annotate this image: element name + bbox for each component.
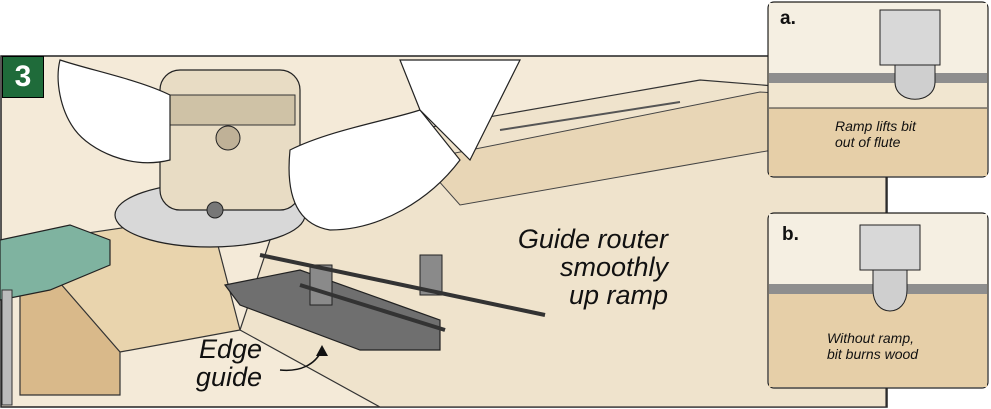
inset-b-caption-line-2: bit burns wood (827, 346, 919, 362)
inset-a-bit (894, 64, 936, 100)
inset-a-caption: Ramp lifts bit out of flute (835, 118, 916, 150)
inset-a-caption-line-1: Ramp lifts bit (835, 118, 916, 134)
edge-guide-body (223, 269, 441, 351)
clamp-bar (1, 289, 13, 406)
edge-guide-rod-lower (299, 283, 446, 332)
right-sleeve (399, 59, 521, 162)
inset-a-tag: a. (780, 8, 796, 29)
step-number-badge: 3 (2, 56, 44, 98)
inset-b-wood (769, 294, 987, 387)
right-hand (288, 109, 461, 231)
inset-a-nut (879, 9, 941, 66)
guide-router-line-2: smoothly (559, 252, 668, 282)
router-bit (206, 201, 224, 219)
inset-b-bit (872, 269, 908, 312)
guide-router-line-1: Guide router (517, 224, 668, 254)
flute-groove (499, 101, 681, 131)
inset-a-caption-line-2: out of flute (835, 134, 901, 150)
router-motor-band (164, 94, 296, 126)
inset-b-caption: Without ramp, bit burns wood (827, 330, 918, 362)
left-hand (57, 59, 171, 164)
inset-b-caption-line-1: Without ramp, (827, 330, 915, 346)
edge-guide-post-right (419, 254, 443, 296)
guide-router-callout: Guide router smoothly up ramp (470, 225, 668, 309)
edge-guide-line-2: guide (195, 362, 262, 392)
inset-b-tag: b. (782, 224, 799, 245)
edge-guide-line-1: Edge (198, 334, 262, 364)
edge-guide-arrowhead (316, 345, 328, 356)
inset-b-nut (859, 224, 921, 271)
inset-a-wood (769, 108, 987, 176)
inset-a-top (769, 3, 987, 73)
router-knob (215, 125, 241, 151)
guide-router-line-3: up ramp (568, 280, 668, 310)
edge-guide-callout: Edge guide (190, 335, 262, 391)
edge-guide-rod-upper (259, 253, 546, 317)
clamp (0, 224, 111, 301)
inset-a-gray-band (769, 73, 987, 83)
